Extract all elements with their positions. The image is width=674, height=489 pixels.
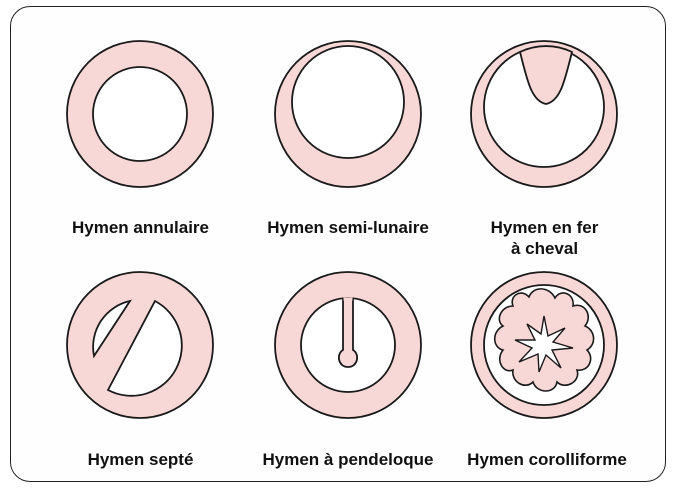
hymen-fer-cheval-figure bbox=[469, 39, 619, 189]
hymen-corolliforme-figure bbox=[469, 270, 619, 420]
hymen-septe-figure bbox=[65, 270, 215, 420]
label-hymen-septe: Hymen septé bbox=[58, 449, 223, 470]
label-hymen-annulaire: Hymen annulaire bbox=[58, 217, 223, 238]
label-hymen-semi-lunaire: Hymen semi-lunaire bbox=[253, 217, 443, 238]
label-hymen-fer-cheval-line1: Hymen en fer bbox=[467, 217, 622, 238]
hymen-annulaire-figure bbox=[65, 39, 215, 189]
label-hymen-corolliforme: Hymen corolliforme bbox=[457, 449, 637, 470]
hymen-semi-lunaire-figure bbox=[273, 39, 423, 189]
label-hymen-fer-cheval-line2: à cheval bbox=[467, 238, 622, 259]
hymen-pendeloque-figure bbox=[273, 270, 423, 420]
label-hymen-pendeloque: Hymen à pendeloque bbox=[248, 449, 448, 470]
